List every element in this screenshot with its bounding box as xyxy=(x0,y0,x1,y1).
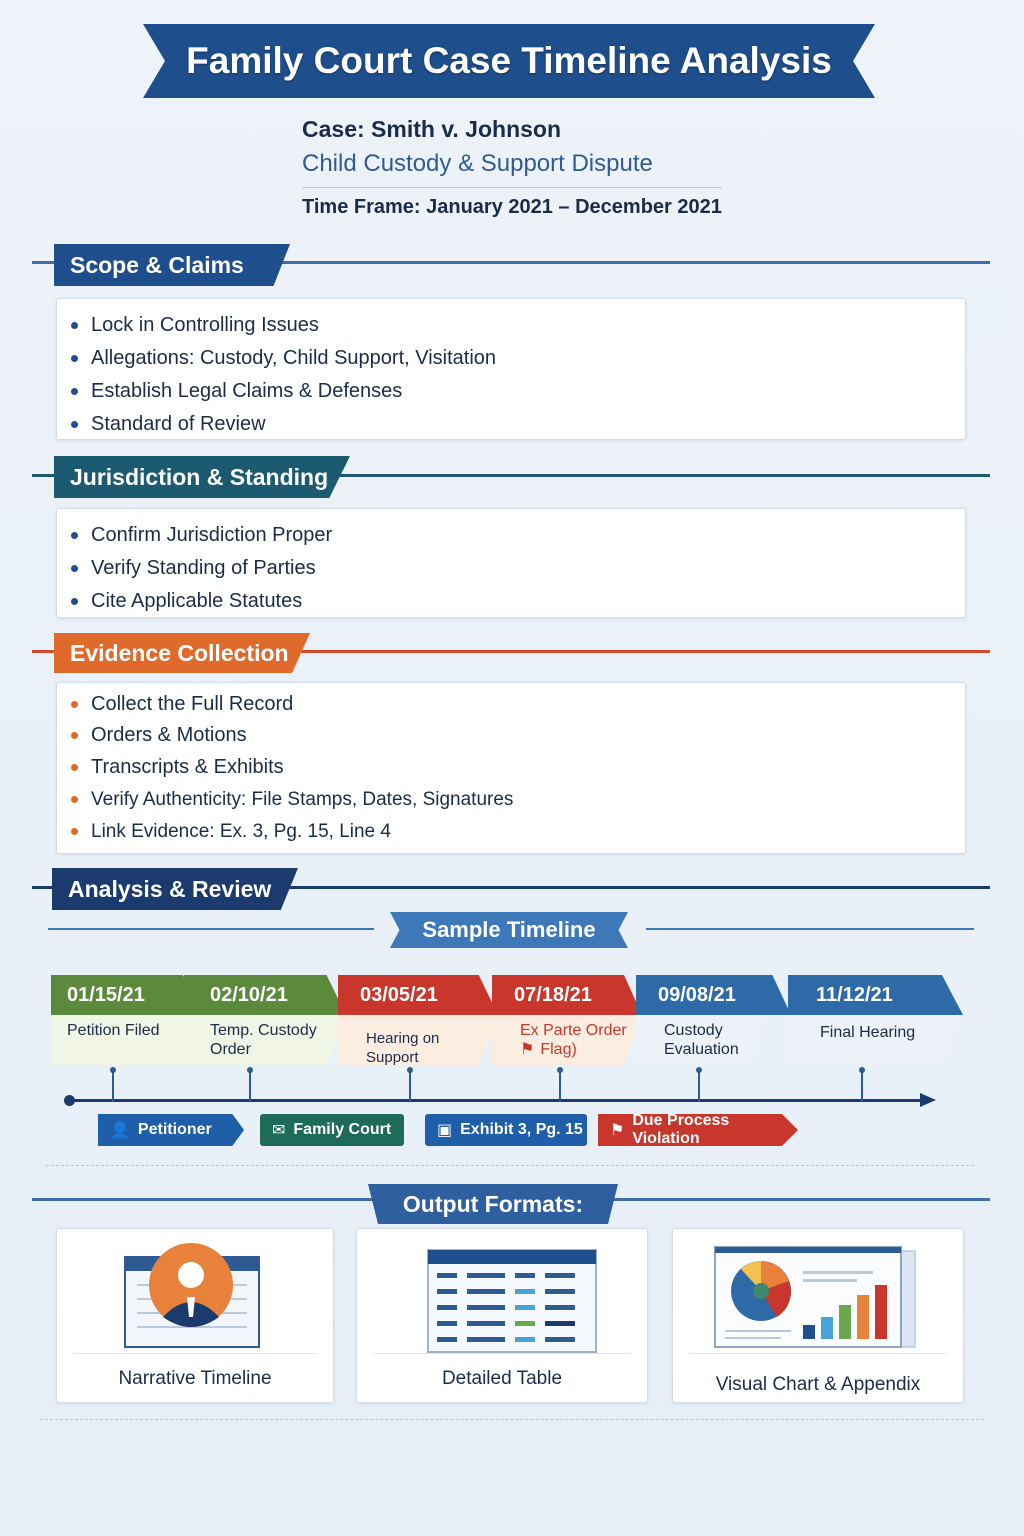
jurisdiction-card: Confirm Jurisdiction Proper Verify Stand… xyxy=(56,508,966,618)
section-rule xyxy=(32,261,990,264)
envelope-icon: ✉ xyxy=(272,1122,286,1139)
list-item: Link Evidence: Ex. 3, Pg. 15, Line 4 xyxy=(71,816,965,847)
section-rule xyxy=(32,474,990,477)
event-date: 11/12/21 xyxy=(788,975,963,1015)
detailed-table-label: Detailed Table xyxy=(441,1368,563,1389)
section-header-scope: Scope & Claims xyxy=(54,244,290,286)
timeline-tick xyxy=(247,1067,253,1102)
timeline-tick xyxy=(859,1067,865,1102)
sample-timeline-label: Sample Timeline xyxy=(390,912,628,948)
event-label: Petition Filed xyxy=(51,1015,201,1065)
list-item: Allegations: Custody, Child Support, Vis… xyxy=(71,342,965,375)
bullet xyxy=(71,388,78,395)
time-frame: Time Frame: January 2021 – December 2021 xyxy=(302,196,722,218)
table-icon xyxy=(427,1249,597,1353)
timeline-tick xyxy=(110,1067,116,1102)
section-rule xyxy=(32,886,990,889)
bullet xyxy=(71,796,78,803)
timeline-tick xyxy=(557,1067,563,1102)
person-icon: 👤 xyxy=(110,1122,130,1139)
family-court-tag: ✉Family Court xyxy=(260,1114,404,1146)
list-item: Cite Applicable Statutes xyxy=(71,585,965,618)
event-date: 03/05/21 xyxy=(338,975,498,1015)
profile-document-icon xyxy=(124,1243,260,1348)
list-item: Standard of Review xyxy=(71,408,965,441)
flag-icon: ⚑ xyxy=(520,1041,535,1058)
bullet xyxy=(71,763,78,771)
event-date: 07/18/21 xyxy=(492,975,642,1015)
timeline-tick xyxy=(407,1067,413,1102)
event-label: Ex Parte Order ⚑Flag) xyxy=(492,1015,642,1065)
narrative-timeline-card: Narrative Timeline xyxy=(56,1228,334,1403)
list-item: Establish Legal Claims & Defenses xyxy=(71,375,965,408)
timeline-event: 09/08/21 Custody Evaluation xyxy=(636,975,791,1065)
event-label: Temp. Custody Order xyxy=(184,1015,346,1065)
bullet xyxy=(71,421,78,428)
section-header-jurisdiction: Jurisdiction & Standing xyxy=(54,456,350,498)
exhibit-tag: ▣Exhibit 3, Pg. 15 xyxy=(425,1114,587,1146)
arrow-right-icon xyxy=(920,1093,936,1107)
dashed-divider xyxy=(46,1165,974,1166)
bullet xyxy=(71,701,78,708)
event-date: 01/15/21 xyxy=(51,975,201,1015)
scope-card: Lock in Controlling Issues Allegations: … xyxy=(56,298,966,440)
list-item: Transcripts & Exhibits xyxy=(71,751,965,783)
output-formats-title: Output Formats: xyxy=(368,1184,618,1224)
document-icon: ▣ xyxy=(437,1122,453,1139)
narrative-timeline-label: Narrative Timeline xyxy=(118,1368,272,1389)
section-rule xyxy=(32,650,990,653)
flag-icon: ⚑ xyxy=(610,1122,625,1139)
event-date: 09/08/21 xyxy=(636,975,791,1015)
petitioner-tag: 👤Petitioner xyxy=(98,1114,244,1146)
bullet xyxy=(71,732,78,739)
list-item: Verify Authenticity: File Stamps, Dates,… xyxy=(71,783,965,816)
event-label: Hearing on Support xyxy=(338,1015,498,1065)
section-header-evidence: Evidence Collection xyxy=(54,633,310,673)
timeline-event: 03/05/21 Hearing on Support xyxy=(338,975,498,1065)
visual-chart-label: Visual Chart & Appendix xyxy=(715,1374,921,1395)
section-header-analysis: Analysis & Review xyxy=(52,868,298,910)
violation-tag: ⚑Due Process Violation xyxy=(598,1114,798,1146)
event-label: Final Hearing xyxy=(788,1015,963,1065)
event-label: Custody Evaluation xyxy=(636,1015,766,1065)
timeline-axis xyxy=(66,1099,928,1102)
bullet xyxy=(71,532,78,539)
event-date: 02/10/21 xyxy=(184,975,346,1015)
timeline-event: 07/18/21 Ex Parte Order ⚑Flag) xyxy=(492,975,642,1065)
list-item: Confirm Jurisdiction Proper xyxy=(71,519,965,552)
header-divider xyxy=(302,187,722,188)
bullet xyxy=(71,355,78,362)
visual-chart-card: Visual Chart & Appendix xyxy=(672,1228,964,1403)
page-title: Family Court Case Timeline Analysis xyxy=(143,24,875,98)
dashed-divider xyxy=(40,1419,984,1420)
chart-report-icon xyxy=(714,1246,916,1348)
timeline-event: 02/10/21 Temp. Custody Order xyxy=(184,975,346,1065)
list-item: Orders & Motions xyxy=(71,720,965,751)
list-item: Collect the Full Record xyxy=(71,689,965,720)
timeline-event: 01/15/21 Petition Filed xyxy=(51,975,201,1065)
timeline-tick xyxy=(696,1067,702,1102)
evidence-card: Collect the Full Record Orders & Motions… xyxy=(56,682,966,854)
list-item: Verify Standing of Parties xyxy=(71,552,965,585)
bullet xyxy=(71,598,78,605)
list-item: Lock in Controlling Issues xyxy=(71,309,965,342)
timeline-rule-left xyxy=(48,928,374,930)
timeline-event: 11/12/21 Final Hearing xyxy=(788,975,963,1065)
case-subtitle: Child Custody & Support Dispute xyxy=(302,150,653,177)
detailed-table-card: Detailed Table xyxy=(356,1228,648,1403)
timeline-rule-right xyxy=(646,928,974,930)
case-name: Case: Smith v. Johnson xyxy=(302,116,562,142)
bullet xyxy=(71,322,78,329)
bullet xyxy=(71,565,78,572)
bullet xyxy=(71,828,78,835)
timeline-start-dot xyxy=(64,1095,75,1106)
card-divider xyxy=(73,1353,317,1354)
card-divider xyxy=(689,1353,947,1354)
card-divider xyxy=(373,1353,631,1354)
